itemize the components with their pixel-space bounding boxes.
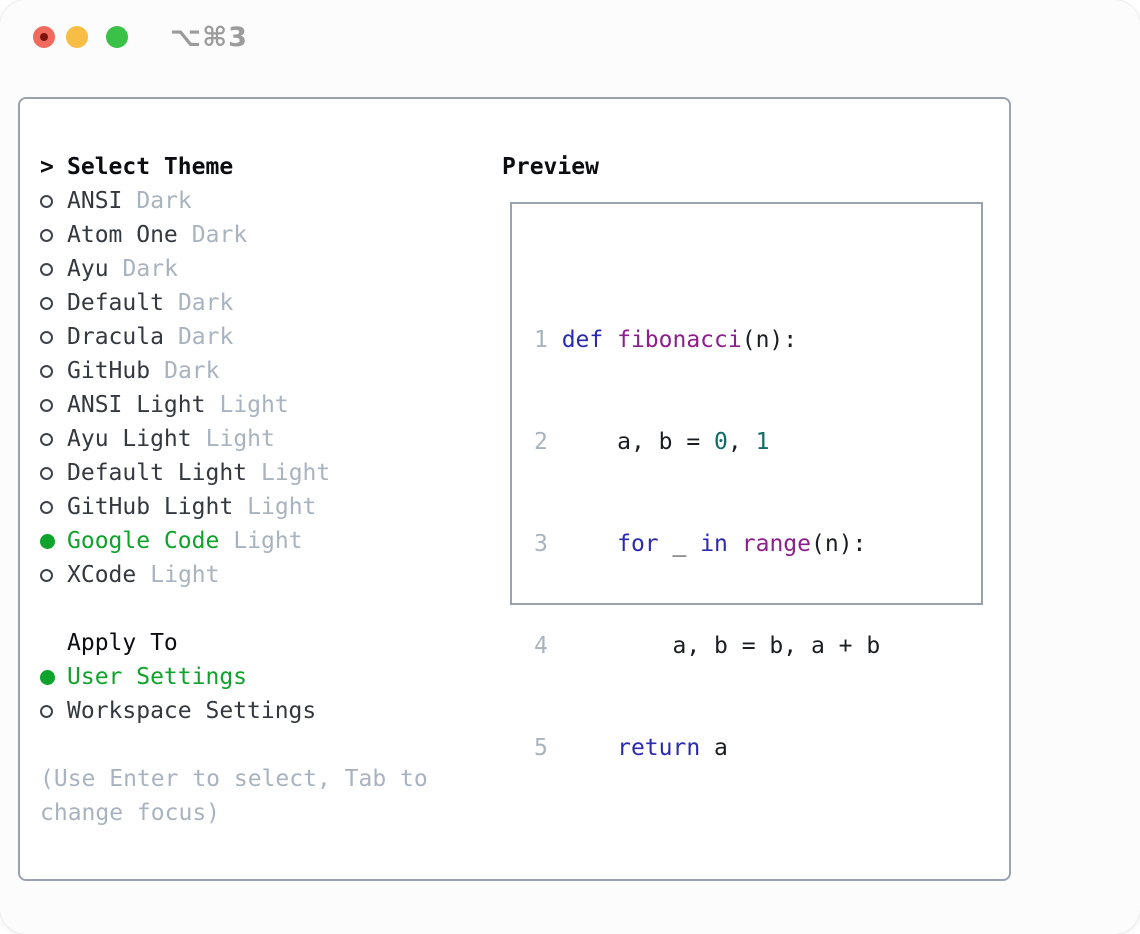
close-button[interactable] bbox=[33, 26, 55, 48]
radio-icon bbox=[40, 500, 53, 514]
theme-item-dracula-dark[interactable]: Dracula Dark bbox=[40, 320, 330, 354]
preview-box: 1 def fibonacci(n): 2 a, b = 0, 1 3 for … bbox=[510, 202, 983, 761]
apply-to-title: Apply To bbox=[67, 630, 178, 656]
radio-icon bbox=[40, 228, 53, 242]
apply-to-header: Apply To bbox=[40, 626, 316, 660]
zoom-button[interactable] bbox=[106, 26, 128, 48]
radio-icon bbox=[40, 330, 53, 344]
prompt-icon: > bbox=[40, 154, 54, 180]
theme-item-github-light[interactable]: GitHub Light Light bbox=[40, 490, 330, 524]
title-bar: ⌥⌘3 bbox=[0, 0, 1140, 76]
theme-item-ansi-light[interactable]: ANSI Light Light bbox=[40, 388, 330, 422]
code-line: 5 return a bbox=[534, 735, 728, 761]
radio-icon bbox=[40, 568, 53, 582]
apply-option-user-settings[interactable]: User Settings bbox=[40, 660, 316, 694]
selected-radio-icon bbox=[40, 533, 55, 549]
theme-item-ansi-dark[interactable]: ANSI Dark bbox=[40, 184, 330, 218]
radio-icon bbox=[40, 364, 53, 378]
theme-item-ayu-light[interactable]: Ayu Light Light bbox=[40, 422, 330, 456]
code-line: 2 a, b = 0, 1 bbox=[534, 429, 770, 455]
record-dot-icon bbox=[40, 33, 48, 41]
keyboard-hint: (Use Enter to select, Tab to change focu… bbox=[40, 766, 428, 826]
theme-item-github-dark[interactable]: GitHub Dark bbox=[40, 354, 330, 388]
theme-item-google-code-light[interactable]: Google Code Light bbox=[40, 524, 330, 558]
code-line: 1 def fibonacci(n): bbox=[534, 327, 798, 353]
theme-picker-panel: > Select Theme ANSI Dark Atom One Dark A… bbox=[18, 97, 1011, 881]
code-line bbox=[534, 833, 949, 867]
code-preview: 1 def fibonacci(n): 2 a, b = 0, 1 3 for … bbox=[534, 255, 949, 934]
radio-icon bbox=[40, 398, 53, 412]
theme-list: > Select Theme ANSI Dark Atom One Dark A… bbox=[40, 150, 330, 592]
code-line: 3 for _ in range(n): bbox=[534, 531, 867, 557]
theme-item-xcode-light[interactable]: XCode Light bbox=[40, 558, 330, 592]
radio-icon bbox=[40, 466, 53, 480]
theme-item-ayu-dark[interactable]: Ayu Dark bbox=[40, 252, 330, 286]
theme-item-atom-one-dark[interactable]: Atom One Dark bbox=[40, 218, 330, 252]
theme-item-default-dark[interactable]: Default Dark bbox=[40, 286, 330, 320]
radio-icon bbox=[40, 296, 53, 310]
theme-list-title: Select Theme bbox=[67, 154, 234, 180]
theme-item-default-light[interactable]: Default Light Light bbox=[40, 456, 330, 490]
radio-icon bbox=[40, 262, 53, 276]
radio-icon bbox=[40, 194, 53, 208]
selected-radio-icon bbox=[40, 669, 55, 685]
theme-list-header: > Select Theme bbox=[40, 150, 330, 184]
window-shortcut-label: ⌥⌘3 bbox=[170, 22, 248, 53]
minimize-button[interactable] bbox=[66, 26, 88, 48]
code-line: 4 a, b = b, a + b bbox=[534, 633, 881, 659]
radio-icon bbox=[40, 432, 53, 446]
apply-option-workspace-settings[interactable]: Workspace Settings bbox=[40, 694, 316, 728]
radio-icon bbox=[40, 704, 53, 718]
preview-title: Preview bbox=[502, 154, 599, 180]
apply-to-section: Apply To User Settings Workspace Setting… bbox=[40, 626, 316, 728]
